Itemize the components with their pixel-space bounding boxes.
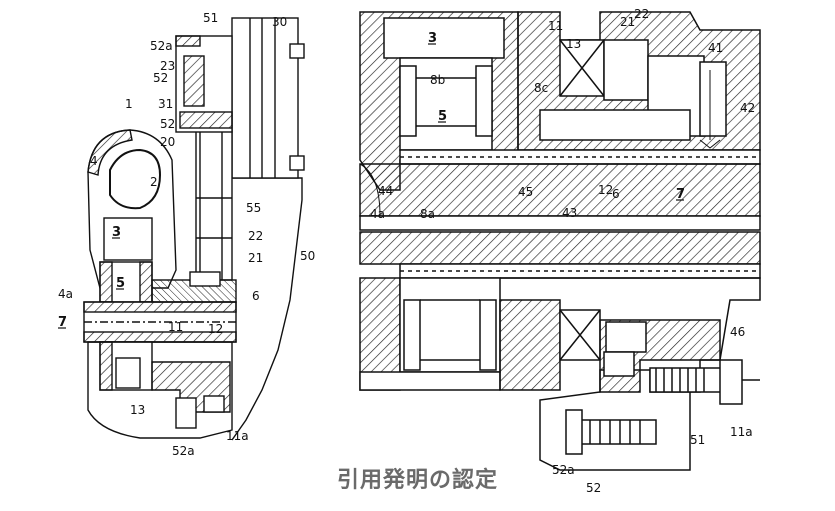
left-part-label: 23 bbox=[160, 59, 175, 73]
left-part-label: 20 bbox=[160, 135, 175, 149]
left-part-label: 7 bbox=[58, 315, 67, 330]
bolt-52 bbox=[575, 419, 657, 445]
flange-30 bbox=[231, 17, 299, 179]
right-part-label: 42 bbox=[740, 101, 755, 115]
left-part-label: 6 bbox=[252, 289, 260, 303]
left-part-label: 55 bbox=[246, 201, 261, 215]
left-part-label: 31 bbox=[158, 97, 173, 111]
left-part-label: 11 bbox=[168, 320, 183, 334]
right-part-label: 11a bbox=[730, 425, 753, 439]
right-part-label: 46 bbox=[730, 325, 745, 339]
left-part-label: 11a bbox=[226, 429, 249, 443]
right-part-label: 8b bbox=[430, 73, 445, 87]
left-part-label: 52a bbox=[150, 39, 173, 53]
right-cross-section bbox=[359, 11, 761, 471]
right-part-label: 3 bbox=[428, 31, 437, 46]
shaft-7-upper bbox=[359, 163, 761, 217]
right-part-label: 52a bbox=[552, 463, 575, 477]
right-part-label: 43 bbox=[562, 206, 577, 220]
housing-50-outline bbox=[231, 177, 303, 441]
right-part-label: 13 bbox=[566, 37, 581, 51]
right-part-label: 8c bbox=[534, 81, 548, 95]
left-part-label: 51 bbox=[203, 11, 218, 25]
left-part-label: 1 bbox=[125, 97, 133, 111]
right-part-label: 44 bbox=[378, 184, 393, 198]
right-part-label: 45 bbox=[518, 185, 533, 199]
bolt-11a bbox=[649, 367, 723, 393]
left-part-label: 30 bbox=[272, 15, 287, 29]
block-3 bbox=[383, 17, 505, 59]
left-part-label: 22 bbox=[248, 229, 263, 243]
right-part-label: 41 bbox=[708, 41, 723, 55]
left-part-label: 21 bbox=[248, 251, 263, 265]
left-part-label: 5 bbox=[116, 276, 125, 291]
left-part-label: 50 bbox=[300, 249, 315, 263]
right-part-label: 12 bbox=[598, 183, 613, 197]
left-part-label: 4a bbox=[58, 287, 73, 301]
left-part-label: 52 bbox=[160, 117, 175, 131]
right-part-label: 22 bbox=[634, 7, 649, 21]
right-part-label: 21 bbox=[620, 15, 635, 29]
right-part-label: 51 bbox=[690, 433, 705, 447]
left-part-label: 52 bbox=[153, 71, 168, 85]
left-part-label: 3 bbox=[112, 225, 121, 240]
right-part-label: 4a bbox=[370, 207, 385, 221]
right-part-label: 5 bbox=[438, 109, 447, 124]
left-part-label: 12 bbox=[208, 322, 223, 336]
gear-column bbox=[195, 129, 233, 281]
shaft-7-lower bbox=[359, 231, 761, 265]
right-part-label: 6 bbox=[612, 187, 620, 201]
right-part-label: 52 bbox=[586, 481, 601, 495]
right-part-label: 11 bbox=[548, 19, 563, 33]
right-part-label: 7 bbox=[676, 187, 685, 202]
left-part-label: 4 bbox=[90, 154, 98, 168]
left-cross-section bbox=[83, 17, 305, 441]
right-part-label: 8a bbox=[420, 207, 435, 221]
left-part-label: 52a bbox=[172, 444, 195, 458]
left-part-label: 2 bbox=[150, 175, 158, 189]
figure-caption: 引用発明の認定 bbox=[336, 467, 498, 493]
left-part-label: 13 bbox=[130, 403, 145, 417]
